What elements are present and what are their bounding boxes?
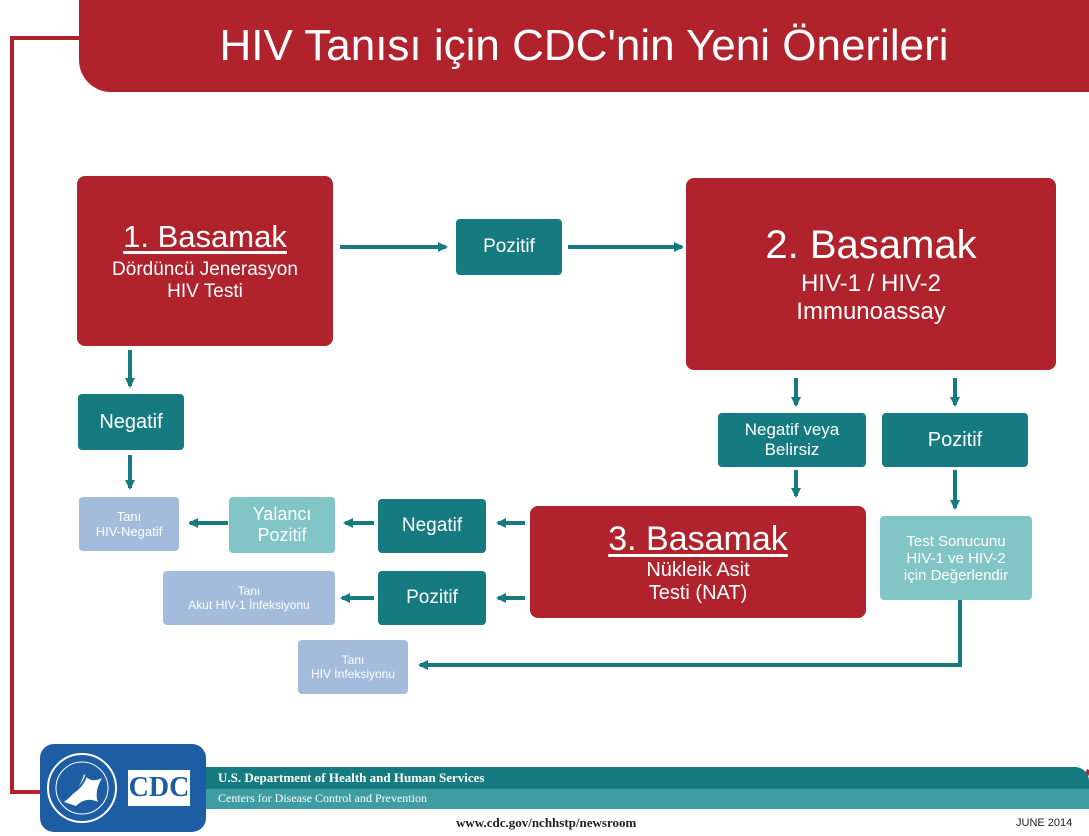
tani-akut-box: Tanı Akut HIV-1 İnfeksiyonu <box>163 571 335 625</box>
step3-line1: Nükleik Asit <box>646 558 750 581</box>
cdc-logo-text: CDC <box>128 770 190 806</box>
tani-hiv-negatif-box: Tanı HIV-Negatif <box>79 497 179 551</box>
tani-hiv-enfeksiyon-box: Tanı HIV İnfeksiyonu <box>298 640 408 694</box>
step1-box: 1. Basamak Dördüncü Jenerasyon HIV Testi <box>77 176 333 346</box>
yalanci-line2: Pozitif <box>257 525 307 545</box>
test-sonucu-line2: HIV-1 ve HIV-2 <box>906 549 1006 567</box>
negatif-left-label: Negatif <box>99 410 163 433</box>
footer-bar-bottom <box>206 789 1089 809</box>
pozitif-top-box: Pozitif <box>456 219 562 275</box>
arrow-test-enfeksiyon <box>418 600 962 670</box>
page-title-banner: HIV Tanısı için CDC'nin Yeni Önerileri <box>79 0 1089 92</box>
hhs-seal-icon <box>47 753 117 823</box>
footer-url[interactable]: www.cdc.gov/nchhstp/newsroom <box>456 815 637 830</box>
step3-line2: Testi (NAT) <box>648 581 748 604</box>
tani-enf-line2: HIV İnfeksiyonu <box>310 667 396 681</box>
negatif-veya-line2: Belirsiz <box>764 440 820 459</box>
tani-hiv-negatif-line2: HIV-Negatif <box>95 524 163 539</box>
pozitif-right-box: Pozitif <box>882 413 1028 467</box>
yalanci-line1: Yalancı <box>252 504 312 524</box>
step1-title: 1. Basamak <box>123 219 287 254</box>
step3-box: 3. Basamak Nükleik Asit Testi (NAT) <box>530 506 866 618</box>
step2-line2: Immunoassay <box>796 297 946 325</box>
tani-akut-line2: Akut HIV-1 İnfeksiyonu <box>188 598 310 612</box>
outer-frame <box>10 36 79 794</box>
pozitif-right-label: Pozitif <box>927 428 983 451</box>
step3-title: 3. Basamak <box>608 519 788 558</box>
page-title: HIV Tanısı için CDC'nin Yeni Önerileri <box>219 21 949 70</box>
pozitif-mid-label: Pozitif <box>406 587 458 608</box>
negatif-veya-belirsiz-box: Negatif veya Belirsiz <box>718 413 866 467</box>
pozitif-mid-box: Pozitif <box>378 571 486 625</box>
negatif-left-box: Negatif <box>78 394 184 450</box>
pozitif-top-label: Pozitif <box>483 236 535 257</box>
step2-title: 2. Basamak <box>765 222 977 267</box>
cdc-logo-block: CDC <box>40 744 206 832</box>
yalanci-pozitif-box: Yalancı Pozitif <box>229 497 335 553</box>
step1-line1: Dördüncü Jenerasyon <box>112 259 298 280</box>
negatif-mid-label: Negatif <box>401 515 463 536</box>
negatif-mid-box: Negatif <box>378 499 486 553</box>
test-sonucu-box: Test Sonucunu HIV-1 ve HIV-2 için Değerl… <box>880 516 1032 600</box>
test-sonucu-line1: Test Sonucunu <box>906 532 1006 550</box>
tani-enf-line1: Tanı <box>341 653 365 667</box>
tani-hiv-negatif-line1: Tanı <box>116 509 142 524</box>
footer-centers: Centers for Disease Control and Preventi… <box>218 791 427 805</box>
footer-bar-top <box>206 767 1089 789</box>
footer-dept: U.S. Department of Health and Human Serv… <box>218 770 485 785</box>
step2-box: 2. Basamak HIV-1 / HIV-2 Immunoassay <box>686 178 1056 370</box>
test-sonucu-line3: için Değerlendir <box>903 566 1009 584</box>
step1-line2: HIV Testi <box>167 281 243 302</box>
footer-date: JUNE 2014 <box>1016 817 1073 829</box>
negatif-veya-line1: Negatif veya <box>744 420 840 439</box>
tani-akut-line1: Tanı <box>237 584 261 598</box>
step2-line1: HIV-1 / HIV-2 <box>800 269 942 297</box>
